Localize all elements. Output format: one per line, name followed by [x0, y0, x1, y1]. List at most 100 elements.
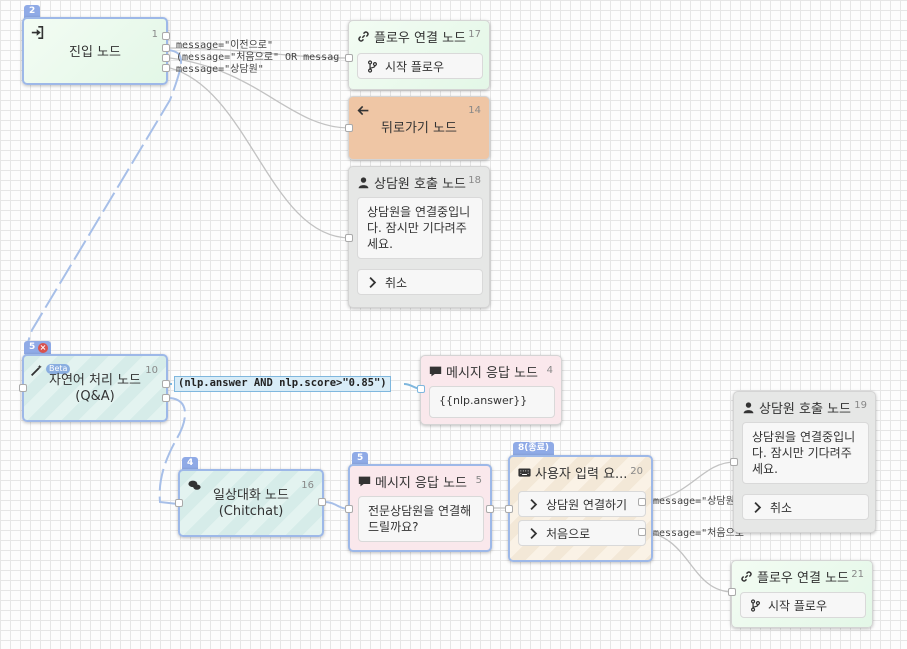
back-node-in-port[interactable] — [345, 124, 353, 132]
flow-link-bottom-in-port[interactable] — [728, 588, 736, 596]
edge-label-agent: message="상담원" — [176, 64, 264, 75]
comment-icon — [358, 476, 371, 487]
user-input-out-port-2[interactable] — [638, 528, 646, 536]
agent-top-in-port[interactable] — [345, 234, 353, 242]
branch-icon — [750, 598, 761, 612]
chitchat-out-port[interactable] — [318, 498, 326, 506]
message-node-agent-header: 메시지 응답 노드 — [358, 472, 467, 491]
entry-node-tab: 2 — [24, 5, 41, 18]
comments-icon — [188, 480, 201, 490]
flow-link-node-top-number: 17 — [468, 29, 481, 40]
option-connect-agent[interactable]: 상담원 연결하기 — [518, 491, 646, 517]
agent-call-node-top-header: 상담원 호출 노드 — [357, 173, 466, 192]
flow-link-node-bottom-number: 21 — [851, 569, 864, 580]
entry-out-port-2[interactable] — [162, 44, 170, 52]
agent-call-node-top-message: 상담원을 연결중입니다. 잠시만 기다려주세요. — [357, 197, 483, 259]
message-agent-node-tab: 5 — [352, 452, 369, 465]
message-agent-in-port[interactable] — [345, 505, 353, 513]
chitchat-node-tab: 4 — [182, 457, 199, 470]
user-input-node-number: 20 — [630, 466, 643, 477]
message-agent-out-port[interactable] — [486, 505, 494, 513]
flow-link-top-in-port[interactable] — [345, 54, 353, 62]
start-flow-button-top[interactable]: 시작 플로우 — [357, 53, 483, 79]
message-node-agent-text: 전문상담원을 연결해 드릴까요? — [358, 496, 484, 542]
message-node-agent[interactable]: 메시지 응답 노드 5 전문상담원을 연결해 드릴까요? — [348, 464, 492, 552]
entry-out-port-1[interactable] — [162, 32, 170, 40]
sign-in-icon — [31, 26, 44, 39]
agent-call-node-top-number: 18 — [468, 175, 481, 186]
comment-icon — [429, 366, 442, 377]
chevron-right-icon — [530, 527, 538, 539]
message-node-nlp-text: {{nlp.answer}} — [429, 386, 555, 418]
link-icon — [358, 31, 369, 42]
nlp-condition-label[interactable]: (nlp.answer AND nlp.score>"0.85") — [174, 376, 391, 392]
chevron-right-icon — [369, 276, 377, 288]
edge-label-input-agent: message="상담원 — [653, 496, 735, 507]
edge-input-flowlink — [641, 531, 734, 593]
user-icon — [743, 402, 754, 414]
edge-label-first: (message="처음으로" OR messag — [176, 52, 340, 63]
nlp-node-number: 10 — [145, 365, 158, 376]
flow-link-node-top-title: 플로우 연결 노드 — [374, 31, 466, 46]
chitchat-in-port[interactable] — [175, 499, 183, 507]
message-node-nlp-header: 메시지 응답 노드 — [429, 362, 538, 381]
user-input-out-port-1[interactable] — [638, 498, 646, 506]
flow-link-node-bottom-title: 플로우 연결 노드 — [757, 571, 849, 586]
entry-node-title: 진입 노드 — [69, 45, 121, 60]
keyboard-icon — [518, 468, 531, 477]
arrow-left-icon — [357, 105, 369, 116]
agent-call-node-bottom-header: 상담원 호출 노드 — [742, 398, 851, 417]
entry-out-port-3[interactable] — [162, 54, 170, 62]
option-go-first-label: 처음으로 — [546, 526, 591, 541]
flow-link-node-bottom[interactable]: 플로우 연결 노드 21 시작 플로우 — [731, 560, 873, 628]
branch-icon — [367, 59, 378, 73]
cancel-button-top[interactable]: 취소 — [357, 269, 483, 295]
user-input-in-port[interactable] — [505, 505, 513, 513]
chevron-right-icon — [754, 501, 762, 513]
start-flow-button-bottom-label: 시작 플로우 — [768, 598, 828, 613]
message-node-nlp[interactable]: 메시지 응답 노드 4 {{nlp.answer}} — [420, 355, 562, 425]
nlp-node-title: 자연어 처리 노드 — [49, 373, 141, 388]
user-input-node-tab: 8(종료) — [513, 442, 555, 455]
back-node[interactable]: 14 뒤로가기 노드 — [348, 96, 490, 160]
flow-link-node-top[interactable]: 플로우 연결 노드 17 시작 플로우 — [348, 20, 490, 90]
edge-label-prev: message="이전으로" — [176, 40, 274, 51]
beta-badge: Beta — [46, 364, 71, 374]
start-flow-button-bottom[interactable]: 시작 플로우 — [740, 592, 866, 618]
agent-call-node-top[interactable]: 상담원 호출 노드 18 상담원을 연결중입니다. 잠시만 기다려주세요. 취소 — [348, 166, 490, 308]
agent-call-node-bottom-number: 19 — [854, 400, 867, 411]
user-input-node-header: 사용자 입력 요... — [518, 463, 627, 482]
message-nlp-in-port[interactable] — [417, 385, 425, 393]
cancel-button-top-label: 취소 — [385, 275, 408, 290]
back-node-number: 14 — [468, 105, 481, 116]
agent-bottom-in-port[interactable] — [730, 458, 738, 466]
chitchat-node-title: 일상대화 노드 — [213, 488, 289, 503]
agent-call-node-bottom-title: 상담원 호출 노드 — [759, 402, 851, 417]
option-connect-agent-label: 상담원 연결하기 — [546, 497, 628, 512]
nlp-node[interactable]: Beta 10 자연어 처리 노드 (Q&A) — [22, 354, 168, 422]
magic-wand-icon — [30, 364, 42, 377]
option-go-first[interactable]: 처음으로 — [518, 520, 646, 546]
nlp-in-port[interactable] — [19, 384, 27, 392]
agent-call-node-bottom-message: 상담원을 연결중입니다. 잠시만 기다려주세요. — [742, 422, 869, 484]
nlp-out-port-2[interactable] — [162, 394, 170, 402]
chevron-right-icon — [530, 498, 538, 510]
entry-node-number: 1 — [151, 29, 158, 40]
chitchat-node[interactable]: 16 일상대화 노드 (Chitchat) — [178, 469, 324, 537]
message-node-agent-title: 메시지 응답 노드 — [375, 476, 467, 491]
nlp-out-port-1[interactable] — [162, 380, 170, 388]
user-icon — [358, 177, 369, 189]
remove-icon[interactable]: × — [38, 343, 48, 353]
agent-call-node-bottom[interactable]: 상담원 호출 노드 19 상담원을 연결중입니다. 잠시만 기다려주세요. 취소 — [733, 391, 876, 533]
flow-link-node-bottom-header: 플로우 연결 노드 — [740, 567, 849, 586]
start-flow-button-top-label: 시작 플로우 — [385, 59, 445, 74]
agent-call-node-top-title: 상담원 호출 노드 — [374, 177, 466, 192]
link-icon — [741, 571, 752, 582]
entry-out-port-4[interactable] — [162, 64, 170, 72]
entry-node[interactable]: 진입 노드 1 — [22, 17, 168, 85]
cancel-button-bottom[interactable]: 취소 — [742, 494, 869, 520]
message-node-agent-number: 5 — [475, 475, 482, 486]
user-input-node[interactable]: 사용자 입력 요... 20 상담원 연결하기 처음으로 — [508, 455, 653, 562]
edge-label-input-first: message="처음으로 — [653, 528, 744, 539]
edge-entry-nlp-dashed — [22, 49, 182, 389]
